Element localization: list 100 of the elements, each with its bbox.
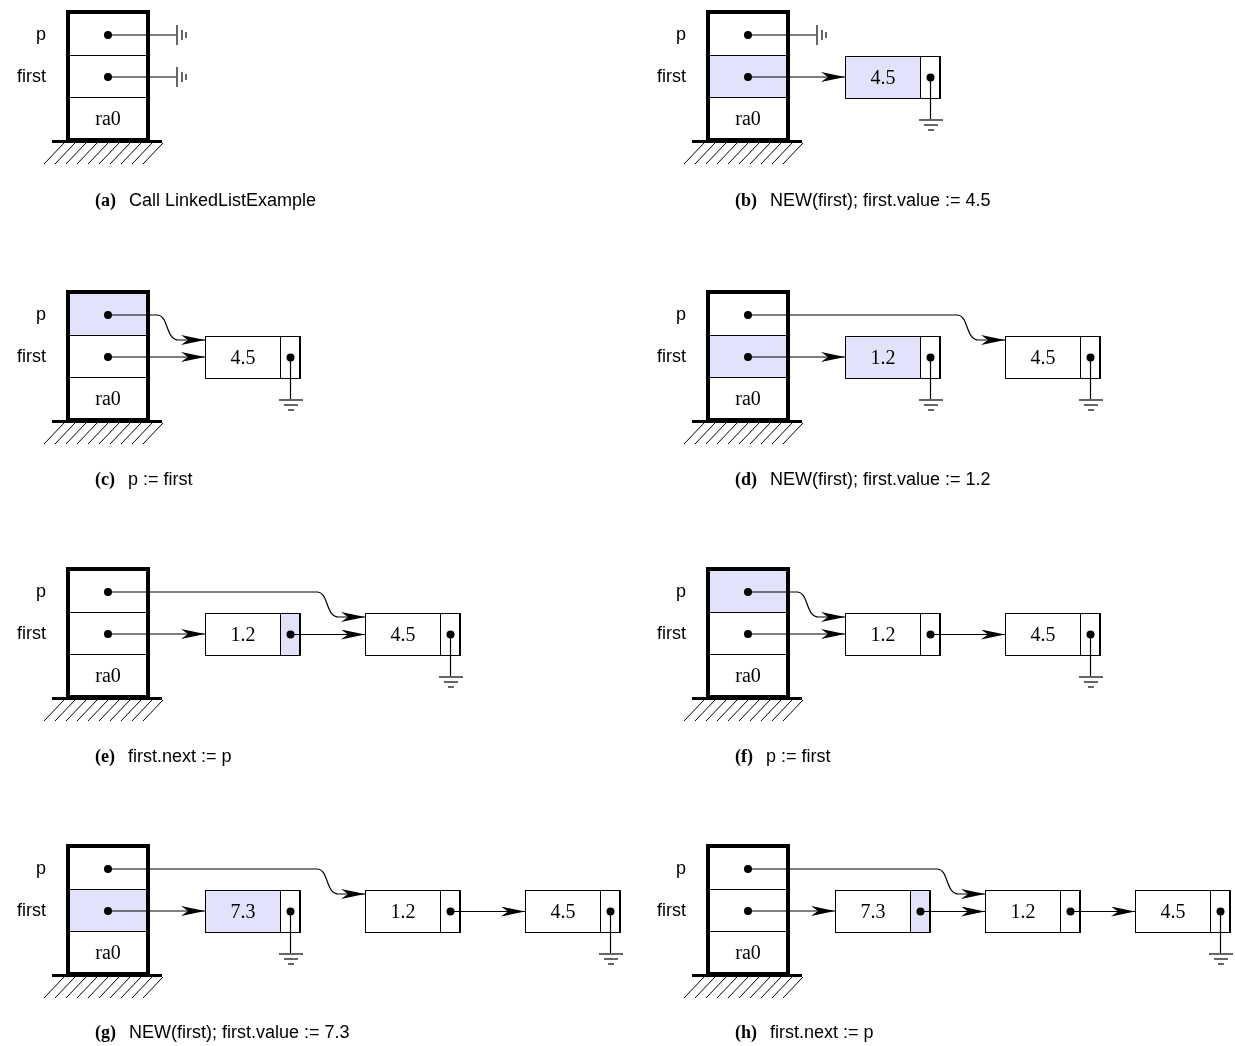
null-ground-icon [1209, 953, 1233, 966]
panel-caption: (h) first.next := p [735, 1021, 874, 1043]
null-ground-icon [1079, 676, 1103, 689]
stack-frame [706, 567, 790, 699]
list-node-box [365, 613, 461, 656]
variable-name: first [17, 623, 46, 643]
null-ground-icon [599, 953, 623, 966]
panel-caption: (b) NEW(first); first.value := 4.5 [735, 189, 991, 211]
pointer-arrow [926, 629, 1006, 640]
list-node-box [1005, 336, 1101, 379]
list-node-box [205, 890, 301, 933]
return-address-cell: ra0 [710, 932, 786, 972]
panel-caption: (a) Call LinkedListExample [95, 189, 317, 211]
value-cell: 1.2 [366, 891, 441, 932]
list-node-box [1005, 613, 1101, 656]
value-cell: 7.3 [206, 891, 281, 932]
pointer-arrow [104, 352, 206, 362]
next-pointer-cell [911, 891, 930, 932]
variable-name: first [657, 66, 686, 86]
list-node-box [845, 613, 941, 656]
pointer-arrow [744, 72, 846, 82]
return-address-cell: ra0 [70, 932, 146, 972]
value-cell: 4.5 [846, 57, 921, 98]
stack-frame [66, 290, 150, 422]
variable-name: first [17, 346, 46, 366]
pointer-variable-cell [70, 294, 146, 336]
pointer-arrow [104, 311, 206, 345]
stack-frame [66, 567, 150, 699]
variable-name: p [676, 858, 686, 878]
pointer-arrow [104, 588, 366, 622]
value-cell: 1.2 [846, 337, 921, 378]
variable-name: p [676, 581, 686, 601]
return-address-cell: ra0 [710, 378, 786, 418]
pointer-arrow [1066, 906, 1136, 917]
pointer-variable-cell [710, 56, 786, 98]
panel-caption: (f) p := first [735, 745, 831, 767]
stack-frame [66, 10, 150, 142]
list-node-box [1135, 890, 1231, 933]
pointer-arrow [744, 906, 836, 916]
panel-caption: (e) first.next := p [95, 745, 232, 767]
list-node-box [835, 890, 931, 933]
value-cell: 4.5 [1136, 891, 1211, 932]
null-ground-icon [279, 953, 303, 966]
list-node-box [845, 56, 941, 99]
variable-name: p [36, 858, 46, 878]
variable-name: p [676, 304, 686, 324]
pointer-variable-cell [710, 336, 786, 378]
pointer-arrow [286, 629, 366, 640]
null-ground-icon [439, 676, 463, 689]
return-address-cell: ra0 [70, 378, 146, 418]
return-address-cell: ra0 [710, 98, 786, 138]
list-node-box [205, 336, 301, 379]
variable-name: first [657, 900, 686, 920]
null-ground-icon [176, 25, 188, 45]
pointer-arrow [744, 588, 846, 622]
stack-frame [706, 10, 790, 142]
panel-caption: (c) p := first [95, 468, 193, 490]
list-node-box [525, 890, 621, 933]
pointer-arrow [446, 906, 526, 917]
pointer-arrow [916, 906, 986, 917]
null-ground-icon [919, 399, 943, 412]
null-ground-icon [176, 67, 188, 87]
stack-frame [66, 844, 150, 976]
pointer-arrow [104, 629, 206, 639]
value-cell: 1.2 [846, 614, 921, 655]
pointer-arrow [744, 629, 846, 639]
variable-name: p [36, 304, 46, 324]
value-cell: 1.2 [986, 891, 1061, 932]
pointer-variable-cell [710, 571, 786, 613]
variable-name: first [17, 66, 46, 86]
list-node-box [205, 613, 301, 656]
pointer-arrow [104, 865, 366, 899]
value-cell: 4.5 [526, 891, 601, 932]
null-ground-icon [279, 399, 303, 412]
variable-name: first [657, 346, 686, 366]
list-node-box [985, 890, 1081, 933]
pointer-arrow [104, 906, 206, 916]
return-address-cell: ra0 [70, 655, 146, 695]
next-pointer-cell [281, 614, 300, 655]
variable-name: p [676, 24, 686, 44]
list-node-box [845, 336, 941, 379]
pointer-arrow [744, 352, 846, 362]
value-cell: 4.5 [206, 337, 281, 378]
pointer-variable-cell [70, 890, 146, 932]
variable-name: first [657, 623, 686, 643]
stack-frame [706, 844, 790, 976]
null-ground-icon [1079, 399, 1103, 412]
panel-caption: (g) NEW(first); first.value := 7.3 [95, 1021, 350, 1043]
value-cell: 4.5 [1006, 614, 1081, 655]
value-cell: 4.5 [366, 614, 441, 655]
panel-caption: (d) NEW(first); first.value := 1.2 [735, 468, 991, 490]
return-address-cell: ra0 [710, 655, 786, 695]
variable-name: first [17, 900, 46, 920]
variable-name: p [36, 24, 46, 44]
variable-name: p [36, 581, 46, 601]
stack-frame [706, 290, 790, 422]
list-node-box [365, 890, 461, 933]
value-cell: 4.5 [1006, 337, 1081, 378]
pointer-arrow [744, 865, 986, 899]
null-ground-icon [816, 25, 828, 45]
